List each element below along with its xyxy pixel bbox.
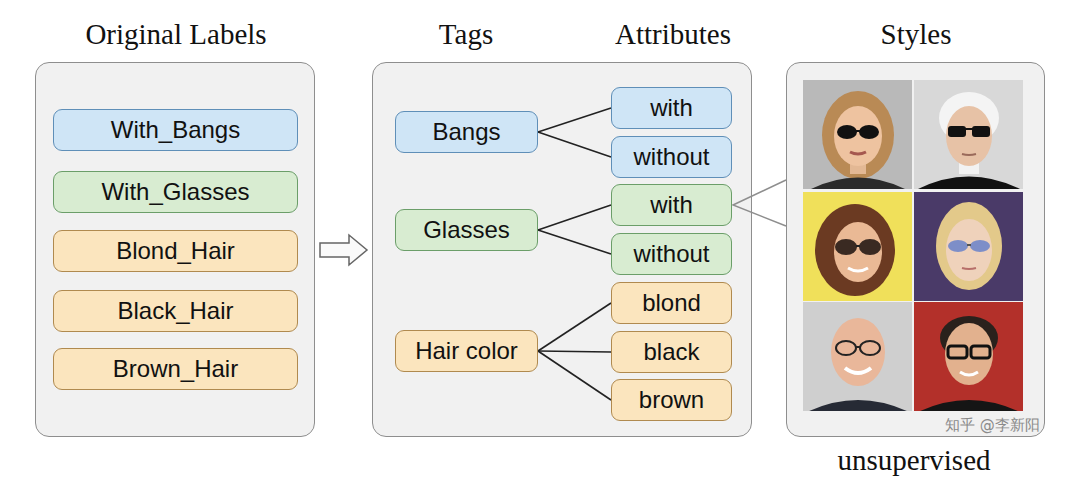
box-label: Bangs xyxy=(432,118,500,146)
group-panel: TagsAttributesBangswithwithoutGlasseswit… xyxy=(372,62,752,437)
box-label: with xyxy=(650,94,693,122)
box-label: without xyxy=(633,143,709,171)
label-box: Hair color xyxy=(395,330,538,372)
label-box: Glasses xyxy=(395,209,538,251)
label-box: with xyxy=(611,87,732,129)
box-label: Blond_Hair xyxy=(116,237,235,265)
box-label: With_Bangs xyxy=(111,116,240,144)
face-photo xyxy=(914,192,1023,301)
tree-branch xyxy=(538,132,611,157)
hollow-arrow xyxy=(320,235,367,265)
box-label: blond xyxy=(642,289,701,317)
callout-pointer xyxy=(733,180,786,226)
face-photo xyxy=(803,302,912,411)
box-label: without xyxy=(633,240,709,268)
panel-heading: Attributes xyxy=(615,17,731,51)
tree-branch xyxy=(538,108,611,132)
box-label: Glasses xyxy=(423,216,510,244)
panel-heading: Styles xyxy=(881,17,952,51)
label-box: without xyxy=(611,233,732,275)
label-box: brown xyxy=(611,379,732,421)
label-box: With_Glasses xyxy=(53,171,298,213)
box-label: with xyxy=(650,191,693,219)
tree-branch xyxy=(538,303,611,351)
tree-branch xyxy=(538,205,611,230)
label-box: Bangs xyxy=(395,111,538,153)
label-box: blond xyxy=(611,282,732,324)
tree-branch xyxy=(538,351,611,400)
label-box: Brown_Hair xyxy=(53,348,298,390)
box-label: Hair color xyxy=(415,337,518,365)
label-box: black xyxy=(611,331,732,373)
watermark: 知乎 @李新阳 xyxy=(945,416,1040,434)
panel-heading: unsupervised xyxy=(837,443,990,477)
group-panel: Original LabelsWith_BangsWith_GlassesBlo… xyxy=(35,62,315,437)
panel-heading: Tags xyxy=(439,17,493,51)
box-label: Brown_Hair xyxy=(113,355,238,383)
face-photo xyxy=(914,302,1023,411)
face-photo xyxy=(803,80,912,189)
box-label: black xyxy=(643,338,699,366)
label-box: Black_Hair xyxy=(53,290,298,332)
tree-branch xyxy=(538,230,611,254)
face-photo xyxy=(803,192,912,301)
panel-heading: Original Labels xyxy=(85,17,266,51)
label-box: With_Bangs xyxy=(53,109,298,151)
label-box: Blond_Hair xyxy=(53,230,298,272)
label-box: with xyxy=(611,184,732,226)
box-label: Black_Hair xyxy=(117,297,233,325)
box-label: brown xyxy=(639,386,704,414)
box-label: With_Glasses xyxy=(101,178,249,206)
label-box: without xyxy=(611,136,732,178)
face-photo xyxy=(914,80,1023,189)
tree-branch xyxy=(538,351,611,352)
